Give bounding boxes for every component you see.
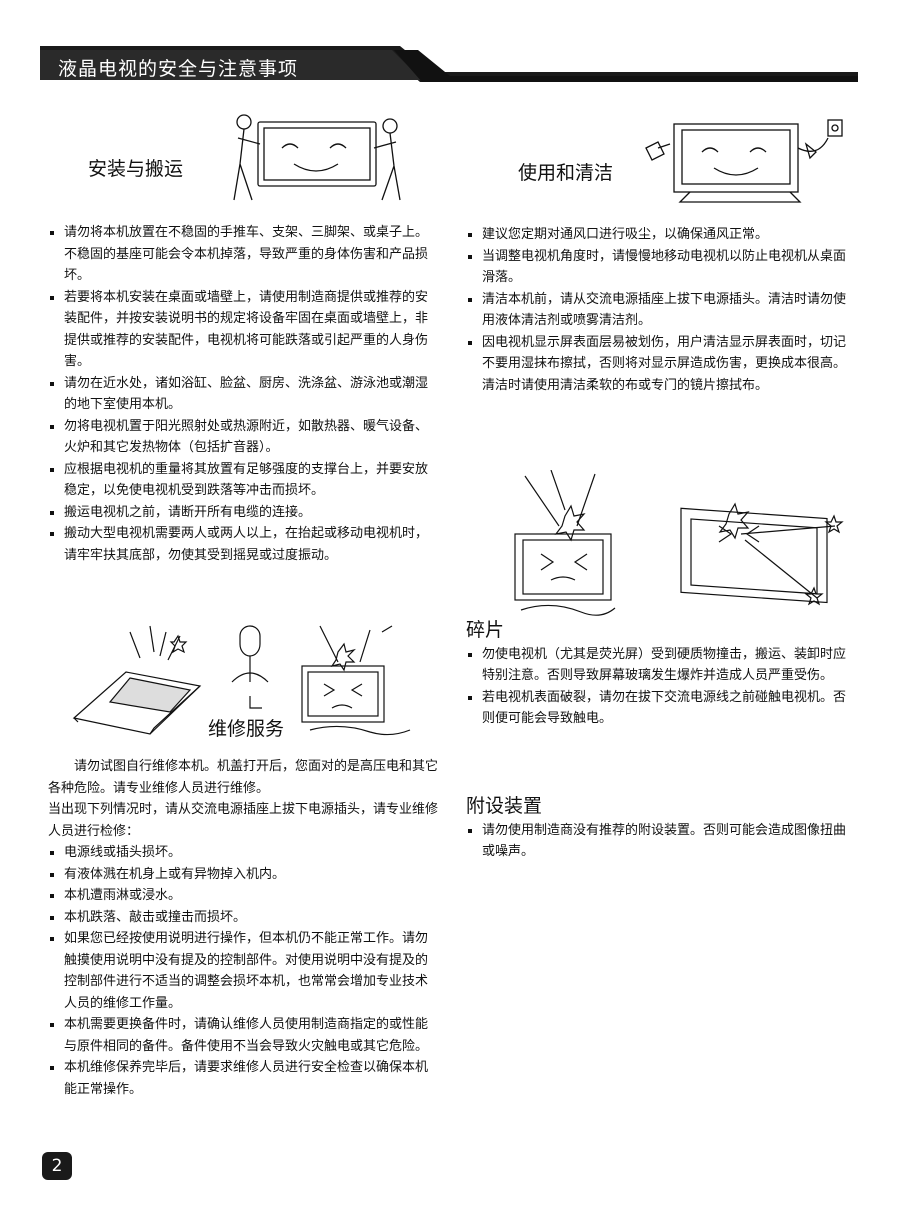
repair-illustration — [70, 622, 430, 746]
cleaning-list: 建议您定期对通风口进行吸尘，以确保通风正常。 当调整电视机角度时，请慢慢地移动电… — [466, 224, 858, 396]
list-item: 请勿在近水处，诸如浴缸、脸盆、厨房、洗涤盆、游泳池或潮湿的地下室使用本机。 — [48, 373, 440, 416]
cleaning-section-title: 使用和清洁 — [518, 162, 614, 184]
install-section: 请勿将本机放置在不稳固的手推车、支架、三脚架、或桌子上。不稳固的基座可能会令本机… — [48, 222, 440, 566]
accessories-section-title: 附设装置 — [466, 795, 543, 817]
broken-section-title: 碎片 — [466, 619, 505, 641]
repair-intro-conditions: 当出现下列情况时，请从交流电源插座上拔下电源插头，请专业维修人员进行检修： — [48, 802, 439, 839]
accessories-section: 附设装置 请勿使用制造商没有推荐的附设装置。否则可能会造成图像扭曲或噪声。 — [466, 795, 858, 863]
list-item: 本机跌落、敲击或撞击而损坏。 — [48, 907, 440, 929]
broken-screen-illustration — [505, 469, 850, 624]
header-banner-shape — [40, 46, 858, 82]
repair-list: 电源线或插头损坏。 有液体溅在机身上或有异物掉入机内。 本机遭雨淋或浸水。 本机… — [48, 842, 440, 1100]
list-item: 若要将本机安装在桌面或墙壁上，请使用制造商提供或推荐的安装配件，并按安装说明书的… — [48, 287, 440, 373]
list-item: 当调整电视机角度时，请慢慢地移动电视机以防止电视机从桌面滑落。 — [466, 246, 858, 289]
list-item: 搬运电视机之前，请断开所有电缆的连接。 — [48, 502, 440, 524]
list-item: 若电视机表面破裂，请勿在拔下交流电源线之前碰触电视机。否则便可能会导致触电。 — [466, 687, 858, 730]
cleaning-section: 建议您定期对通风口进行吸尘，以确保通风正常。 当调整电视机角度时，请慢慢地移动电… — [466, 224, 858, 396]
accessories-list: 请勿使用制造商没有推荐的附设装置。否则可能会造成图像扭曲或噪声。 — [466, 820, 858, 863]
list-item: 本机维修保养完毕后，请要求维修人员进行安全检查以确保本机能正常操作。 — [48, 1057, 440, 1100]
list-item: 本机需要更换备件时，请确认维修人员使用制造商指定的或性能与原件相同的备件。备件使… — [48, 1014, 440, 1057]
list-item: 搬动大型电视机需要两人或两人以上，在抬起或移动电视机时，请牢牢扶其底部，勿使其受… — [48, 523, 440, 566]
list-item: 有液体溅在机身上或有异物掉入机内。 — [48, 864, 440, 886]
page-title: 液晶电视的安全与注意事项 — [58, 58, 299, 80]
tv-cleaning-illustration — [640, 118, 852, 212]
list-item: 如果您已经按使用说明进行操作，但本机仍不能正常工作。请勿触摸使用说明中没有提及的… — [48, 928, 440, 1014]
list-item: 因电视机显示屏表面层易被划伤，用户清洁显示屏表面时，切记不要用湿抹布擦拭，否则将… — [466, 332, 858, 397]
list-item: 应根据电视机的重量将其放置有足够强度的支撑台上，并要安放稳定，以免使电视机受到跌… — [48, 459, 440, 502]
repair-intro: 请勿试图自行维修本机。机盖打开后，您面对的是高压电和其它各种危险。请专业维修人员… — [48, 759, 439, 796]
list-item: 本机遭雨淋或浸水。 — [48, 885, 440, 907]
list-item: 建议您定期对通风口进行吸尘，以确保通风正常。 — [466, 224, 858, 246]
broken-section: 碎片 勿使电视机（尤其是荧光屏）受到硬质物撞击，搬运、装卸时应特别注意。否则导致… — [466, 619, 858, 730]
carrying-tv-illustration — [230, 112, 410, 206]
list-item: 请勿将本机放置在不稳固的手推车、支架、三脚架、或桌子上。不稳固的基座可能会令本机… — [48, 222, 440, 287]
repair-section: 请勿试图自行维修本机。机盖打开后，您面对的是高压电和其它各种危险。请专业维修人员… — [48, 756, 440, 1100]
page-number: 2 — [42, 1152, 72, 1180]
install-list: 请勿将本机放置在不稳固的手推车、支架、三脚架、或桌子上。不稳固的基座可能会令本机… — [48, 222, 440, 566]
list-item: 请勿使用制造商没有推荐的附设装置。否则可能会造成图像扭曲或噪声。 — [466, 820, 858, 863]
list-item: 电源线或插头损坏。 — [48, 842, 440, 864]
list-item: 勿将电视机置于阳光照射处或热源附近，如散热器、暖气设备、火炉和其它发热物体（包括… — [48, 416, 440, 459]
list-item: 勿使电视机（尤其是荧光屏）受到硬质物撞击，搬运、装卸时应特别注意。否则导致屏幕玻… — [466, 644, 858, 687]
broken-list: 勿使电视机（尤其是荧光屏）受到硬质物撞击，搬运、装卸时应特别注意。否则导致屏幕玻… — [466, 644, 858, 730]
install-section-title: 安装与搬运 — [88, 158, 184, 180]
repair-section-title: 维修服务 — [208, 718, 285, 740]
list-item: 清洁本机前，请从交流电源插座上拔下电源插头。清洁时请勿使用液体清洁剂或喷雾清洁剂… — [466, 289, 858, 332]
page-header: 液晶电视的安全与注意事项 — [40, 46, 858, 84]
